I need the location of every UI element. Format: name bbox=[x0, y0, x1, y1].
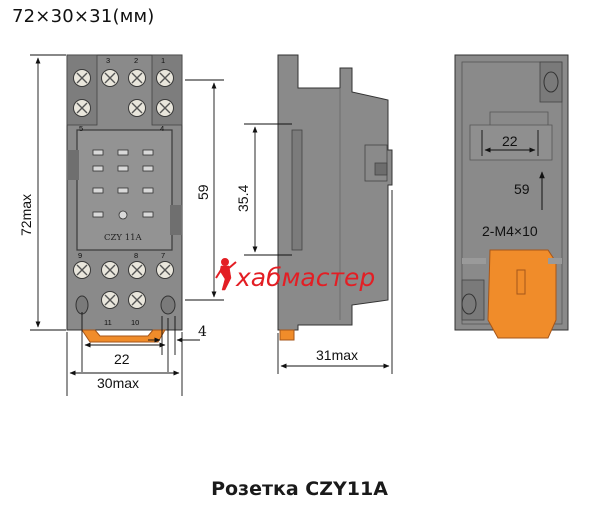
back-mount-hole-top bbox=[543, 71, 559, 93]
back-dim-pitch-label: 22 bbox=[502, 133, 518, 149]
front-view: CZY 11A 3 2 1 5 4 9 8 bbox=[18, 54, 224, 396]
dim-pitch-front-label: 22 bbox=[114, 351, 130, 367]
side-clip bbox=[279, 329, 295, 341]
dim-height-label: 72max bbox=[18, 194, 34, 236]
terminal-number: 7 bbox=[161, 251, 165, 260]
dim-rail bbox=[244, 123, 292, 256]
dim-width-label: 30max bbox=[97, 375, 139, 391]
mount-hole-bottom bbox=[160, 295, 176, 315]
dim-depth-label: 31max bbox=[316, 347, 358, 363]
terminal-number: 2 bbox=[134, 56, 138, 65]
model-label: CZY 11A bbox=[104, 233, 143, 243]
watermark-logo: хабмастер bbox=[215, 258, 375, 292]
side-view: 35.4 31max bbox=[235, 54, 393, 374]
terminal-number: 8 bbox=[134, 251, 138, 260]
dim-mount-front-label: 59 bbox=[195, 184, 211, 200]
overall-size-label: 72×30×31(мм) bbox=[12, 6, 155, 27]
dim-mount-front bbox=[185, 79, 224, 301]
back-screws-label: 2-M4×10 bbox=[482, 223, 538, 239]
dim-depth bbox=[277, 190, 393, 374]
watermark-text: хабмастер bbox=[235, 263, 375, 292]
terminal-number: 1 bbox=[161, 56, 165, 65]
caption: Розетка CZY11A bbox=[211, 478, 388, 500]
dim-hole bbox=[148, 316, 200, 355]
terminal-number: 3 bbox=[106, 56, 110, 65]
terminal-number: 5 bbox=[79, 124, 83, 133]
terminal-number: 4 bbox=[160, 124, 164, 133]
terminal-number: 9 bbox=[78, 251, 82, 260]
terminal-number: 11 bbox=[104, 318, 112, 327]
dim-rail-label: 35.4 bbox=[235, 185, 251, 212]
back-dim-pitch bbox=[481, 130, 539, 156]
dim-width bbox=[66, 332, 183, 396]
dim-pitch-front bbox=[81, 312, 169, 372]
dim-height bbox=[30, 54, 66, 331]
back-mount-hole-bottom bbox=[461, 293, 477, 315]
din-clip bbox=[81, 329, 166, 343]
pin-slots bbox=[92, 149, 154, 220]
dim-hole-label: 4 bbox=[198, 324, 207, 340]
back-view: 22 59 2-M4×10 bbox=[454, 54, 569, 339]
terminal-number: 10 bbox=[131, 318, 139, 327]
back-dim-mount-label: 59 bbox=[514, 181, 530, 197]
